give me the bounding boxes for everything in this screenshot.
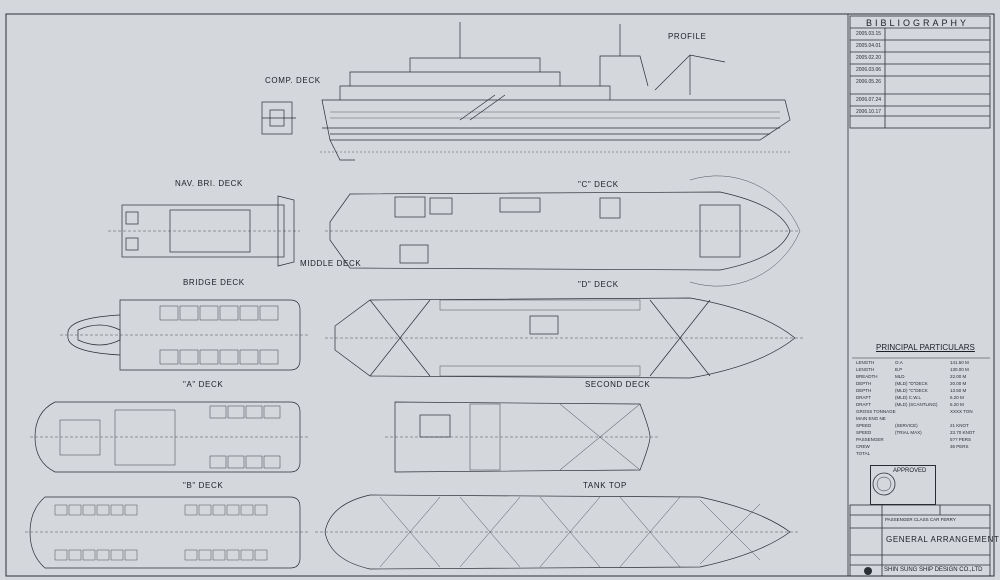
bibliography-date: 2006.05.26 [856,79,882,85]
ship-type: PASSENGER CLASS CAR FERRY [885,517,956,522]
d-deck-label: "D" DECK [578,280,619,289]
particular-sub: O.A [895,360,903,365]
bibliography-date: 2006.10.17 [856,109,882,115]
particular-sub: MLD [895,374,905,379]
bridge-deck-label: BRIDGE DECK [183,278,245,287]
bibliography-date: 2005.02.20 [856,55,882,61]
profile-label: PROFILE [668,32,707,41]
particular-label: PASSENGER [856,437,884,442]
particular-value: 5?? PERS [950,437,972,442]
particular-value: 22.00 M [950,374,967,379]
particular-label: SPEED [856,423,872,428]
particular-label: LENGTH [856,360,875,365]
particular-label: DEPTH [856,388,872,393]
principal-particulars-title: PRINCIPAL PARTICULARS [876,343,975,352]
second-deck-label: SECOND DECK [585,380,651,389]
particular-label: MAIN ENG NE [856,416,886,421]
b-deck-label: "B" DECK [183,481,224,490]
particular-value: 6.20 M [950,402,964,407]
particular-value: 23.70 KNOT [950,430,976,435]
particular-label: SPEED [856,430,872,435]
bibliography-date: 2006.03.06 [856,67,882,73]
sheet-title: GENERAL ARRANGEMENT [886,535,1000,544]
particular-value: 21 KNOT [950,423,969,428]
particular-sub: (MLD) C.W.L [895,395,922,400]
particular-label: DRAFT [856,395,871,400]
particular-sub: (SERVICE) [895,423,918,428]
particular-value: XXXX TON [950,409,973,414]
particular-sub: (TRIAL MAX) [895,430,922,435]
bibliography-date: 2006.07.24 [856,97,882,103]
bibliography-title: BIBLIOGRAPHY [866,18,970,28]
approval-stamp-text: APPROVED [893,468,927,474]
particular-value: 130.00 M [950,367,969,372]
particular-value: 36 PERS [950,444,969,449]
particular-label: DEPTH [856,381,872,386]
particular-label: DRAFT [856,402,871,407]
nav-bri-deck-label: NAV. BRI. DECK [175,179,243,188]
particular-value: 13.50 M [950,388,967,393]
middle-deck-label: MIDDLE DECK [300,259,362,268]
bibliography-date: 2005.04.01 [856,43,882,49]
c-deck-label: "C" DECK [578,180,619,189]
particular-label: TOTAL [856,451,871,456]
particular-sub: (MLD) "D"DECK [895,381,928,386]
particular-label: GROSS TONNAGE [856,409,896,414]
a-deck-label: "A" DECK [183,380,224,389]
particular-value: 6.20 M [950,395,964,400]
particular-sub: B.P [895,367,903,372]
particular-label: CREW [856,444,870,449]
particular-sub: (MLD) "C"DECK [895,388,928,393]
particular-value: 141.50 M [950,360,969,365]
bibliography-date: 2005.03.15 [856,31,882,37]
particular-sub: (MLD) (SCANTLING) [895,402,938,407]
approval-stamp: APPROVED [870,465,936,505]
designer-name: SHIN SUNG SHIP DESIGN CO.,LTD [884,567,983,573]
particular-value: 20.00 M [950,381,967,386]
comp-deck-label: COMP. DECK [265,76,321,85]
particular-label: BREADTH [856,374,878,379]
tank-top-label: TANK TOP [583,481,627,490]
particular-label: LENGTH [856,367,875,372]
